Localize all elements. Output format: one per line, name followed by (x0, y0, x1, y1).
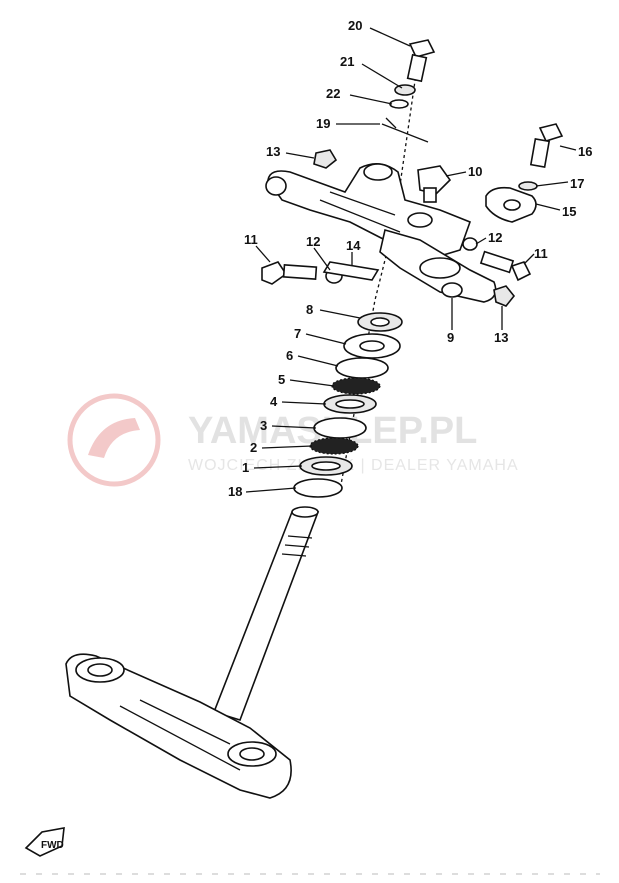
callout-13-upper: 13 (266, 144, 280, 159)
part-2-bearing (309, 437, 359, 455)
callout-6: 6 (286, 348, 293, 363)
callout-4: 4 (270, 394, 278, 409)
callout-12-left: 12 (306, 234, 320, 249)
fwd-badge-text: FWD (41, 840, 64, 851)
watermark-logo-icon (67, 393, 161, 487)
callout-7: 7 (294, 326, 301, 341)
callout-9: 9 (447, 330, 454, 345)
part-13-nut-lower (493, 285, 516, 307)
assembly-axis-line (339, 59, 419, 491)
part-16-bolt (529, 123, 564, 168)
callout-11-right: 11 (534, 246, 548, 261)
part-20-bolt (406, 39, 436, 83)
part-9-bracket (379, 228, 497, 303)
callout-22: 22 (326, 86, 340, 101)
callout-8: 8 (306, 302, 313, 317)
callout-labels: 20 21 22 19 13 10 16 17 15 11 12 14 12 1… (228, 18, 592, 499)
callout-3: 3 (260, 418, 267, 433)
part-3-race (313, 417, 367, 439)
part-22-washer (389, 99, 409, 109)
fwd-badge: FWD (24, 827, 65, 857)
watermark-subtitle: WOJCIECH ZŁOTEK | DEALER YAMAHA (188, 457, 519, 474)
callout-1: 1 (242, 460, 249, 475)
callout-12-right: 12 (488, 230, 502, 245)
part-10-bolt (417, 165, 452, 203)
part-21-washer (394, 84, 416, 96)
watermark-logo-mark (88, 418, 140, 458)
part-18-seal (293, 478, 343, 498)
part-11-bolt-right (479, 250, 532, 282)
callout-16: 16 (578, 144, 592, 159)
part-17-washer (518, 181, 538, 191)
callout-11-left: 11 (244, 232, 258, 247)
part-19-pin (381, 117, 429, 143)
part-14-plate (322, 261, 380, 281)
part-5-bearing (331, 377, 381, 395)
callout-13-lower: 13 (494, 330, 508, 345)
callout-20: 20 (348, 18, 362, 33)
steering-stem (65, 506, 320, 799)
callout-14: 14 (346, 238, 361, 253)
part-13-nut-upper (313, 149, 338, 169)
watermark: YAMASKLEP.PL WOJCIECH ZŁOTEK | DEALER YA… (67, 393, 519, 487)
callout-18: 18 (228, 484, 242, 499)
callout-19: 19 (316, 116, 330, 131)
part-11-bolt-left (261, 261, 318, 285)
callout-15: 15 (562, 204, 576, 219)
callout-10: 10 (468, 164, 482, 179)
bearing-stack (293, 312, 403, 498)
part-12-washer-right (462, 237, 478, 251)
callout-5: 5 (278, 372, 285, 387)
part-15-clamp (485, 186, 537, 223)
leader-lines (245, 27, 577, 493)
part-upper-bracket (265, 163, 472, 263)
callout-17: 17 (570, 176, 584, 191)
part-6-cover (335, 357, 389, 379)
callout-2: 2 (250, 440, 257, 455)
callout-21: 21 (340, 54, 354, 69)
